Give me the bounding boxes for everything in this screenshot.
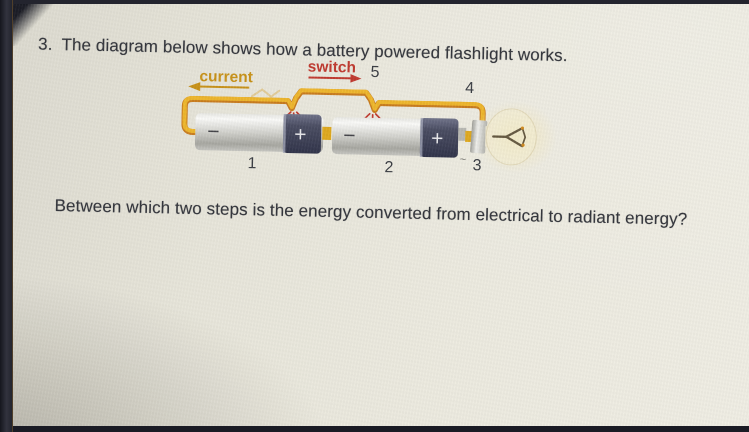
light-bulb: [470, 100, 558, 173]
filament-tip-accent: [521, 143, 525, 147]
ghost-contact-mark: [251, 88, 281, 98]
battery-1-cap: [282, 114, 322, 154]
battery-connector: [322, 126, 332, 140]
switch-label: switch: [308, 58, 357, 76]
battery-1-negative: −: [207, 120, 220, 143]
bulb-contact: [458, 127, 467, 141]
mark-before-step-3: ~: [460, 154, 467, 166]
current-label: current: [199, 68, 253, 86]
bulb-glass: [485, 108, 537, 166]
worksheet-content: 3.The diagram below shows how a battery …: [4, 4, 749, 432]
flashlight-circuit-diagram: current switch 5 4: [181, 58, 558, 176]
switch-arrow-icon: [308, 74, 362, 83]
current-arrow-icon: [188, 82, 250, 92]
bulb-base: [470, 119, 488, 154]
battery-2-cap: [419, 118, 459, 158]
battery-2: − +: [331, 117, 459, 158]
question-prompt: Between which two steps is the energy co…: [54, 195, 688, 229]
step-label-2: 2: [384, 159, 393, 176]
step-label-1: 1: [247, 155, 256, 172]
step-label-5: 5: [370, 64, 379, 81]
question-number: 3.: [37, 34, 53, 54]
filament-tip-accent: [520, 126, 525, 130]
step-label-3: 3: [472, 157, 481, 174]
step-label-4: 4: [465, 80, 474, 97]
bulb-filament-icon: [492, 126, 527, 148]
worksheet-screen: 3.The diagram below shows how a battery …: [13, 4, 749, 426]
battery-1: − +: [194, 113, 324, 154]
battery-2-negative: −: [343, 124, 356, 147]
screen-bezel: [0, 0, 13, 432]
circuit-wire: [181, 88, 486, 136]
battery-1-positive: +: [294, 123, 307, 146]
battery-2-positive: +: [431, 127, 444, 150]
